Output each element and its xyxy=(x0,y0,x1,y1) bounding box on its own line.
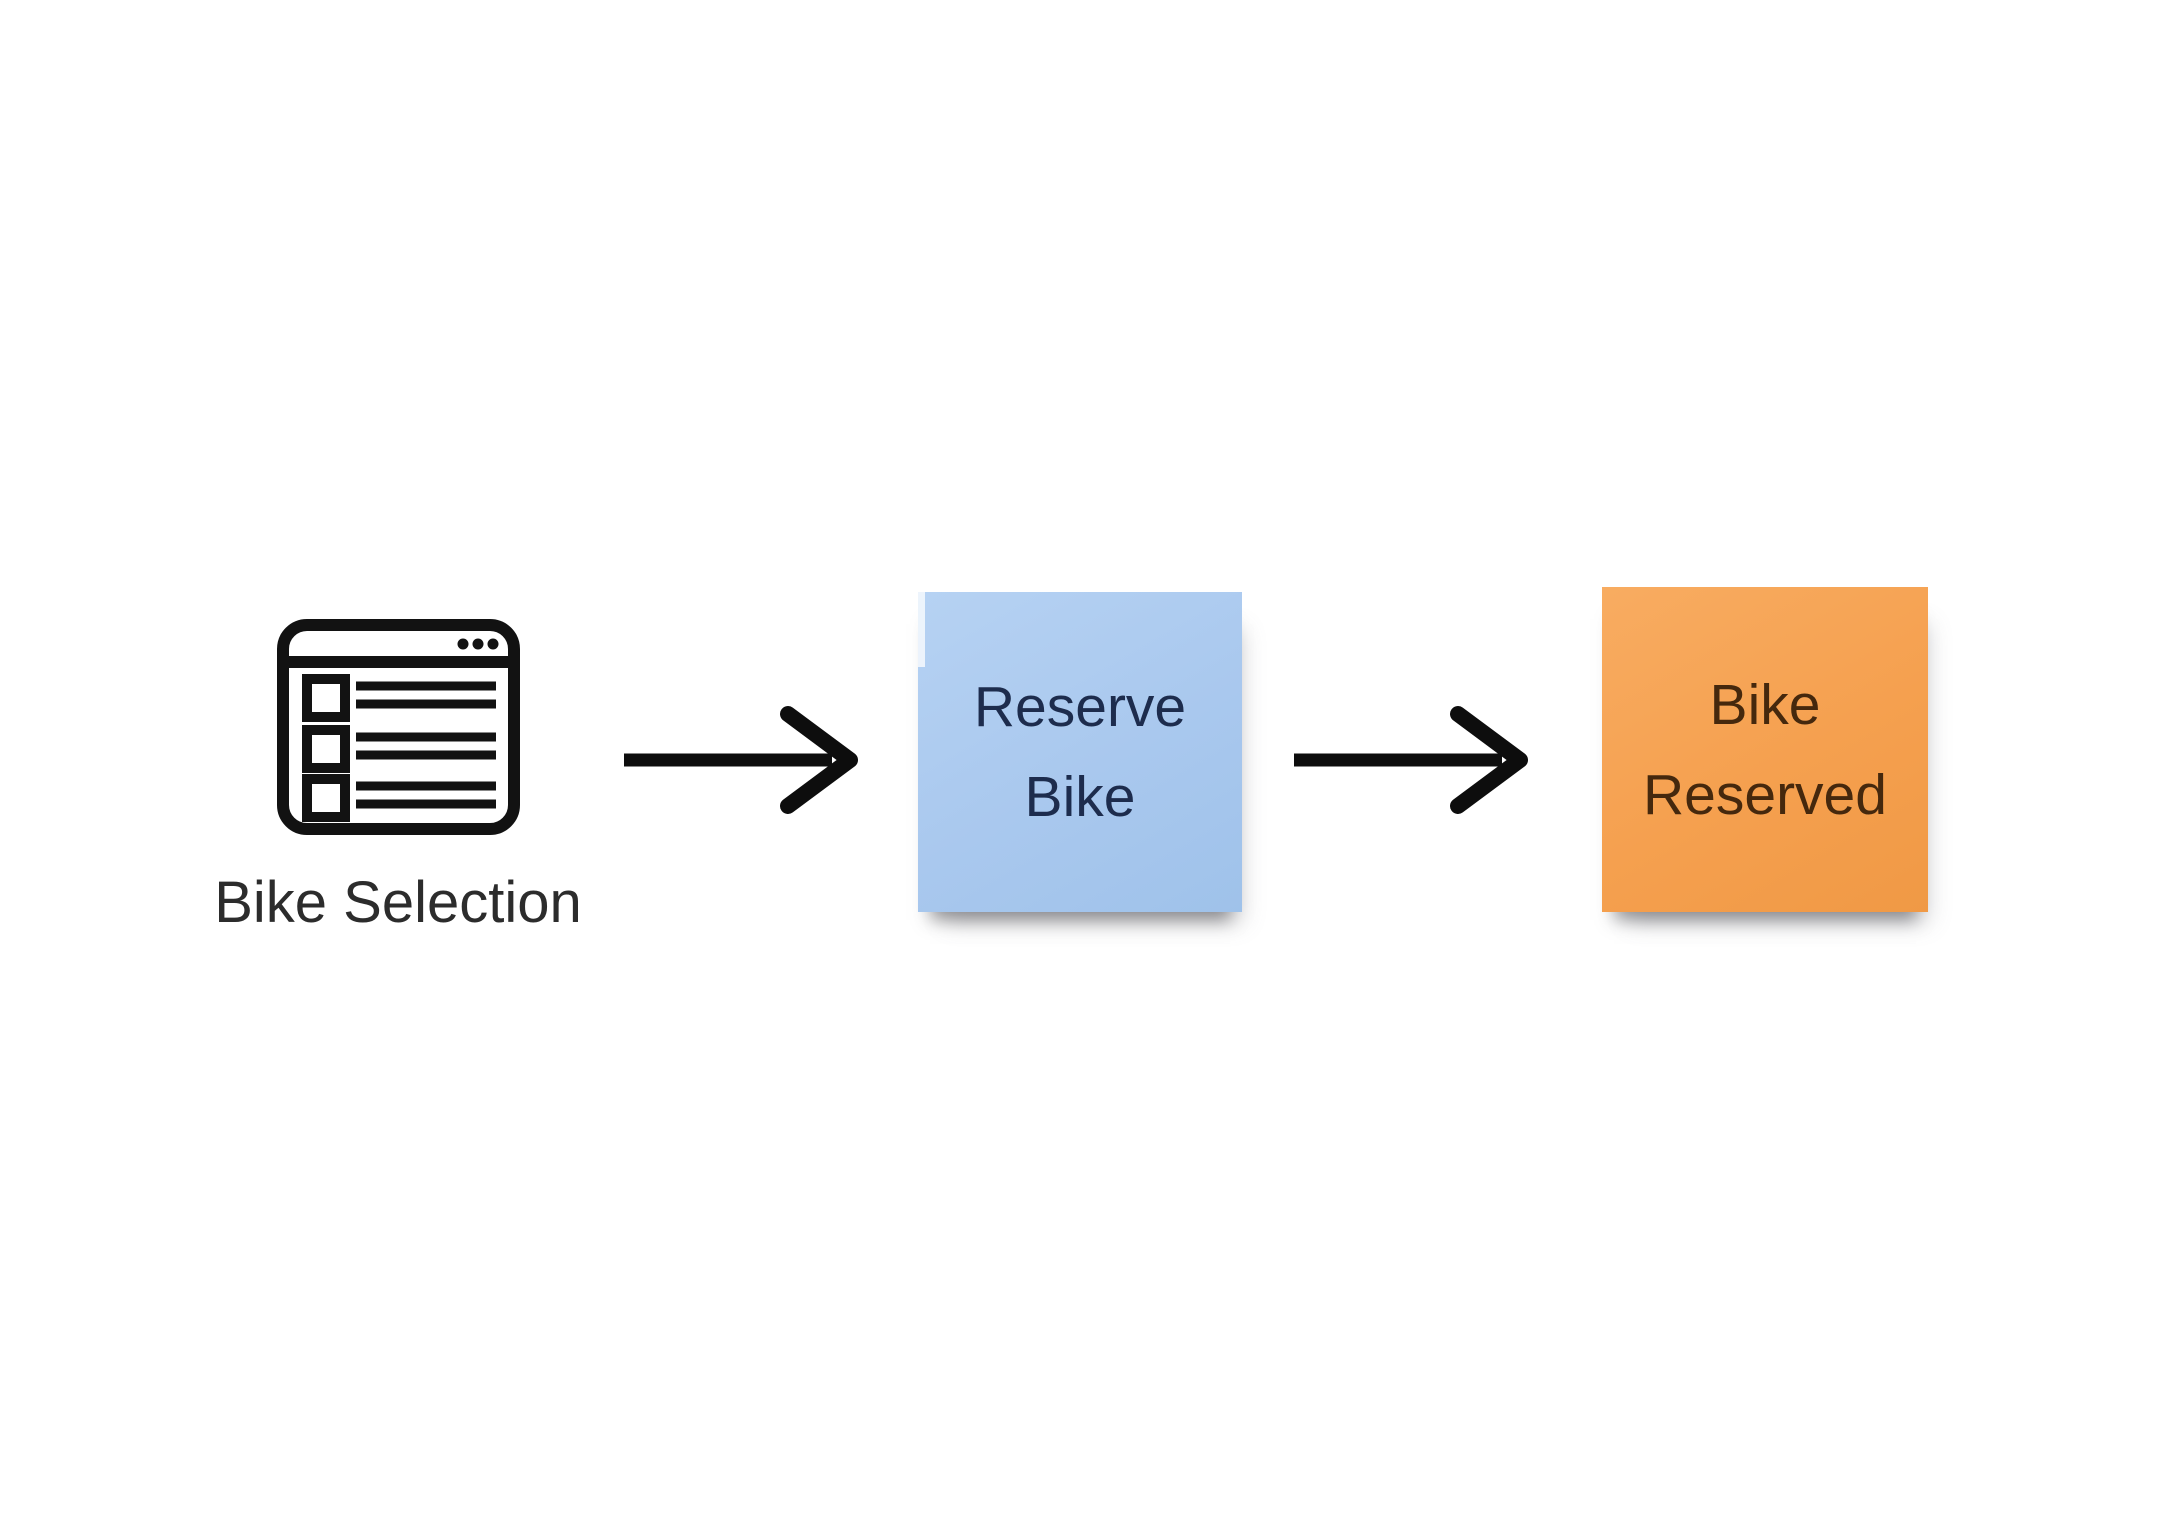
note-text-line: Reserve xyxy=(973,675,1187,739)
list-browser-icon xyxy=(276,619,520,835)
sticky-note-reserve-bike: Reserve Bike xyxy=(918,592,1242,912)
arrow-right-icon xyxy=(1294,706,1528,814)
note-text-line: Bike xyxy=(1709,672,1821,737)
node-label-bike-selection: Bike Selection xyxy=(214,870,582,935)
arrow-right-icon xyxy=(624,706,858,814)
node-bike-selection: Bike Selection xyxy=(178,618,618,934)
note-text-line: Bike xyxy=(1024,765,1136,829)
sticky-note-bike-reserved: Bike Reserved xyxy=(1602,587,1928,912)
note-text-line: Reserved xyxy=(1643,762,1887,827)
